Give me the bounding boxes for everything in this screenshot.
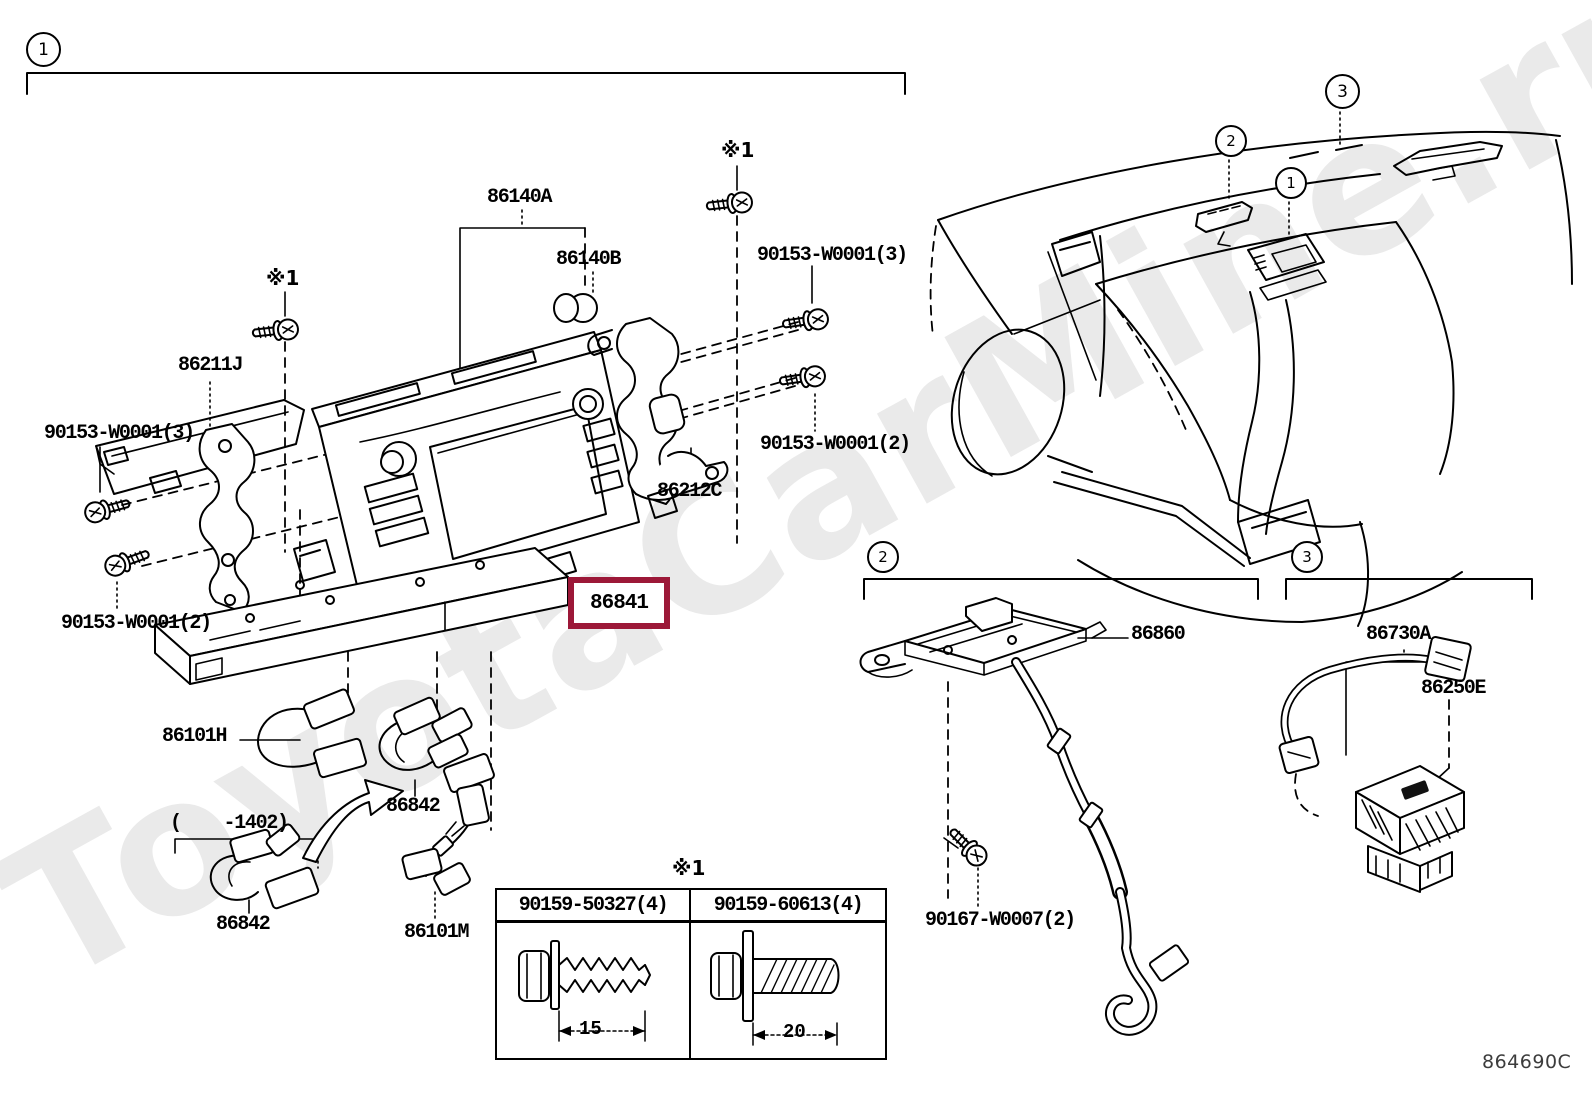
label-86250E[interactable]: 86250E [1421,677,1487,700]
label-86842-upper[interactable]: 86842 [386,795,441,818]
bracket-86212C [587,317,729,519]
label-90167-w0007-2[interactable]: 90167-W0007(2) [925,909,1076,932]
left-rail [95,399,305,495]
section-brackets [26,72,1533,600]
section-2-callout[interactable]: 2 [867,541,899,573]
antenna-assembly-86860 [859,597,1190,1036]
footnote-marker-table: ※1 [672,856,706,880]
screw-part-col2[interactable]: 90159-60613(4) [713,893,864,917]
label-86860[interactable]: 86860 [1131,623,1186,646]
screw-drawing-cell-2: 20 [691,923,887,1058]
replacement-arrow [302,779,404,863]
car-dashboard-sketch [929,130,1573,627]
document-code: 864690C [1482,1051,1572,1073]
car-callout-3[interactable]: 3 [1325,74,1360,109]
section-3-callout[interactable]: 3 [1291,541,1323,573]
label-90153-w0001-3-left[interactable]: 90153-W0001(3) [44,422,195,445]
label-86140A[interactable]: 86140A [487,186,553,209]
label-range-1402: ( -1402) [170,812,289,835]
label-90153-w0001-2-left[interactable]: 90153-W0001(2) [61,612,212,635]
tapping-screw-drawing [518,940,651,1042]
label-86730A[interactable]: 86730A [1366,623,1432,646]
car-callout-2[interactable]: 2 [1215,125,1247,157]
section-1-callout[interactable]: 1 [26,32,61,67]
head-unit-86140 [293,331,640,603]
screw-part-col1[interactable]: 90159-50327(4) [497,890,691,920]
screw-length-1: 15 [579,1018,602,1040]
wiring-connectors [209,688,495,910]
label-86212C[interactable]: 86212C [657,480,723,503]
label-86140B[interactable]: 86140B [556,248,622,271]
footnote-table-header: 90159-50327(4) 90159-60613(4) [497,890,885,923]
bolt-drawing [710,930,840,1046]
bracket-86211J [198,423,256,613]
label-90153-w0001-2-right[interactable]: 90153-W0001(2) [760,433,911,456]
label-86101H[interactable]: 86101H [162,725,228,748]
grommet-86140B [553,293,598,323]
label-86842-lower[interactable]: 86842 [216,913,271,936]
highlighted-part-86841[interactable]: 86841 [568,577,670,629]
car-callout-1[interactable]: 1 [1275,167,1307,199]
label-86211J[interactable]: 86211J [178,354,244,377]
leader-lines [99,105,1453,921]
label-86841: 86841 [589,591,649,615]
label-86101M[interactable]: 86101M [404,921,470,944]
screw-length-2: 20 [783,1021,806,1043]
footnote-screw-table: 90159-50327(4) 90159-60613(4) [495,888,887,1060]
footnote-marker-left: ※1 [266,266,300,290]
screw-drawing-cell-1: 15 [497,923,691,1058]
cord-86730A-amplifier-86250E [1278,636,1472,893]
footnote-marker-top: ※1 [721,138,755,162]
label-90153-w0001-3-right[interactable]: 90153-W0001(3) [757,244,908,267]
receiver-86841 [154,547,569,685]
